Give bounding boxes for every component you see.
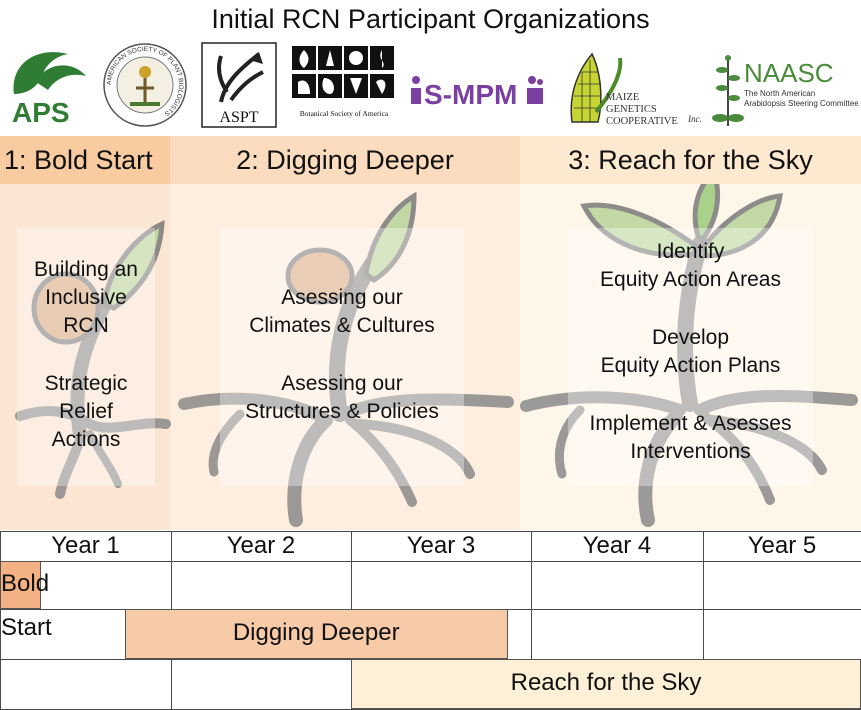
phase-2-line: Structures & Policies [245,400,439,423]
phase-3-line: Equity Action Plans [600,354,781,377]
timeline-cell [531,561,704,610]
phase-2-header: 2: Digging Deeper [170,136,520,184]
year-label: Year 5 [747,532,817,559]
phase-3-title: 3: Reach for the Sky [568,145,813,175]
maize-line-3: COOPERATIVE [606,116,678,127]
maize-inc-text: Inc. [687,114,702,124]
aps-logo-text: APS [12,97,70,128]
timeline-cell [171,561,352,610]
svg-text:MAIZE GENETICS: MAIZE GENETICS COOPERATIVE [606,92,678,127]
bsa-logo: Botanical Society of America [290,42,398,128]
year-label: Year 2 [226,532,296,559]
phase-3-line: Implement & Asesses [589,412,792,435]
timeline-bar: Digging Deeper [124,609,508,659]
phase-1-line: Actions [51,428,121,451]
phase-3-line [568,380,813,410]
bsa-logo-text: Botanical Society of America [300,109,389,118]
phase-1-line: Relief [59,400,113,423]
timeline-cell [531,609,704,660]
timeline-bar: Reach for the Sky [351,659,861,709]
aps-logo: APS [6,42,88,128]
maize-line-1: MAIZE [606,92,639,103]
figure-title: Initial RCN Participant Organizations [211,4,650,34]
phase-3-line: Equity Action Areas [600,268,781,291]
phase-1-title: 1: Bold Start [4,145,153,175]
timeline-bar: Bold Start [0,561,52,641]
phase-3-line: Develop [651,326,730,349]
naasc-sub-2: Arabidopsis Steering Committee [744,99,858,108]
phase-3-line: Interventions [630,440,751,463]
phase-1-line: Strategic [44,372,128,395]
smpm-logo-text: S-MPM [424,79,517,110]
phase-3-line [568,294,813,324]
timeline-cell [0,659,172,710]
phase-1-line: RCN [63,314,109,337]
phase-1-header: 1: Bold Start [0,136,170,184]
naasc-logo-text: NAASC [744,58,834,88]
timeline-cell [703,609,861,660]
timeline-cell [351,561,532,610]
phase-1-line: Inclusive [45,286,127,309]
naasc-logo: NAASC The North American Arabidopsis Ste… [710,42,859,128]
aspt-logo: ASPT [201,42,277,128]
timeline-cell [703,561,861,610]
year-label: Year 1 [51,532,120,559]
maize-genetics-logo: MAIZE GENETICS COOPERATIVE Inc. [560,42,706,128]
timeline-cell [171,659,352,710]
naasc-sub-1: The North American [744,89,815,98]
year-label: Year 3 [406,532,476,559]
maize-line-2: GENETICS [606,104,657,115]
seedling-1 [15,219,171,499]
phase-2-line: Asessing our [281,372,403,395]
smpm-logo: S-MPM [408,42,546,128]
phase-2-title: 2: Digging Deeper [236,145,454,175]
phase-3-header: 3: Reach for the Sky [520,136,861,184]
seedling-2 [178,191,514,527]
year-label: Year 4 [582,532,652,559]
phase-1-line [17,340,155,370]
aspt-logo-text: ASPT [219,109,258,126]
phase-2-line [220,340,464,370]
phase-2-line: Asessing our [281,286,403,309]
phase-2-line: Climates & Cultures [249,314,435,337]
phase-1-line: Building an [34,258,138,281]
phase-3-line: Identify [656,240,725,263]
svg-text:The North American Ara: The North American Arabidopsis Steering … [744,89,858,108]
aspb-seal-logo: AMERICAN SOCIETY OF PLANT BIOLOGISTS [100,42,190,128]
plant-illustrations [15,184,858,527]
seedling-3 [520,184,858,527]
